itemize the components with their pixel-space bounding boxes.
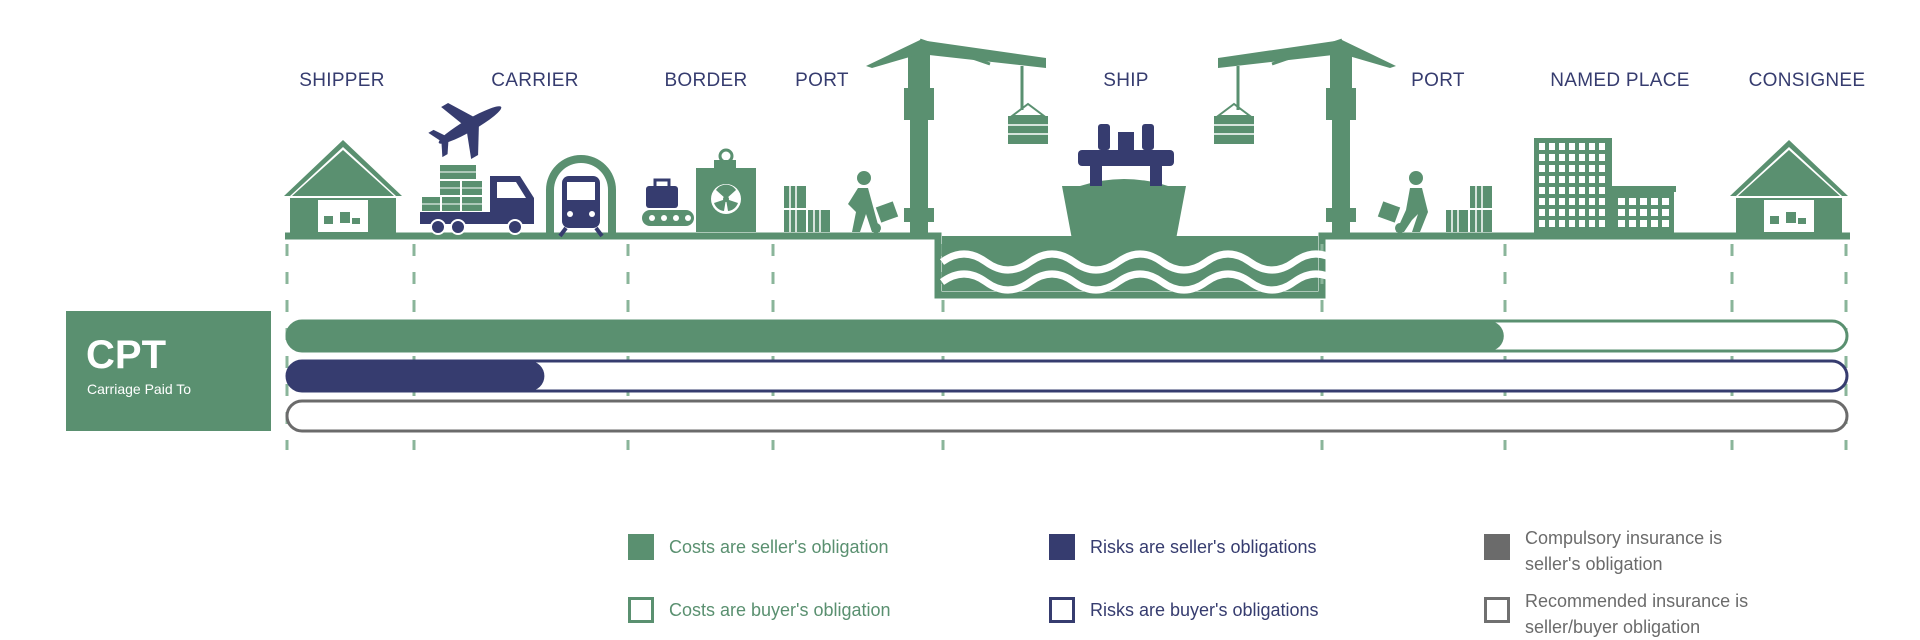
swatch-gray-outline bbox=[1484, 597, 1510, 623]
swatch-green-outline bbox=[628, 597, 654, 623]
obligation-bars bbox=[285, 319, 1849, 433]
ground-line bbox=[285, 232, 1850, 299]
risks-bar-seller-fill bbox=[287, 361, 545, 391]
legend-label: Risks are buyer's obligations bbox=[1090, 600, 1319, 620]
swatch-green-filled bbox=[628, 534, 654, 560]
incoterm-box: CPT Carriage Paid To bbox=[66, 311, 271, 431]
stage-label-consignee: CONSIGNEE bbox=[1748, 70, 1866, 91]
legend-label: Recommended insurance is seller/buyer ob… bbox=[1525, 591, 1749, 637]
port-worker-icon bbox=[1377, 171, 1492, 233]
legend-label: Risks are seller's obligations bbox=[1090, 537, 1317, 557]
stage-label-ship: SHIP bbox=[1103, 70, 1149, 91]
stage-label-port-origin: PORT bbox=[795, 70, 849, 91]
airplane-icon bbox=[428, 103, 502, 159]
stage-label-shipper: SHIPPER bbox=[299, 70, 385, 91]
incoterm-code: CPT bbox=[86, 333, 166, 377]
port-worker-icon bbox=[784, 171, 899, 233]
swatch-gray-filled bbox=[1484, 534, 1510, 560]
legend-label: Costs are buyer's obligation bbox=[669, 600, 891, 620]
customs-scanner-icon bbox=[642, 148, 756, 232]
stage-label-border: BORDER bbox=[664, 70, 748, 91]
stage-label-port-destination: PORT bbox=[1411, 70, 1465, 91]
train-icon bbox=[546, 155, 616, 238]
legend-label: Compulsory insurance is seller's obligat… bbox=[1525, 528, 1723, 574]
warehouse-icon bbox=[1730, 140, 1848, 236]
stage-label-carrier: CARRIER bbox=[491, 70, 579, 91]
truck-icon bbox=[420, 165, 534, 235]
crane-icon bbox=[866, 38, 1048, 236]
insurance-bar-track bbox=[285, 399, 1849, 433]
stage-label-named-place: NAMED PLACE bbox=[1550, 70, 1690, 91]
swatch-navy-filled bbox=[1049, 534, 1075, 560]
crane-icon bbox=[1214, 38, 1396, 236]
costs-bar-seller-fill bbox=[287, 321, 1504, 351]
incoterm-name: Carriage Paid To bbox=[87, 381, 192, 397]
swatch-navy-outline bbox=[1049, 597, 1075, 623]
city-buildings-icon bbox=[1534, 138, 1676, 234]
legend-label: Costs are seller's obligation bbox=[669, 537, 889, 557]
ship-crane-icon bbox=[939, 124, 1341, 294]
warehouse-icon bbox=[284, 140, 402, 236]
